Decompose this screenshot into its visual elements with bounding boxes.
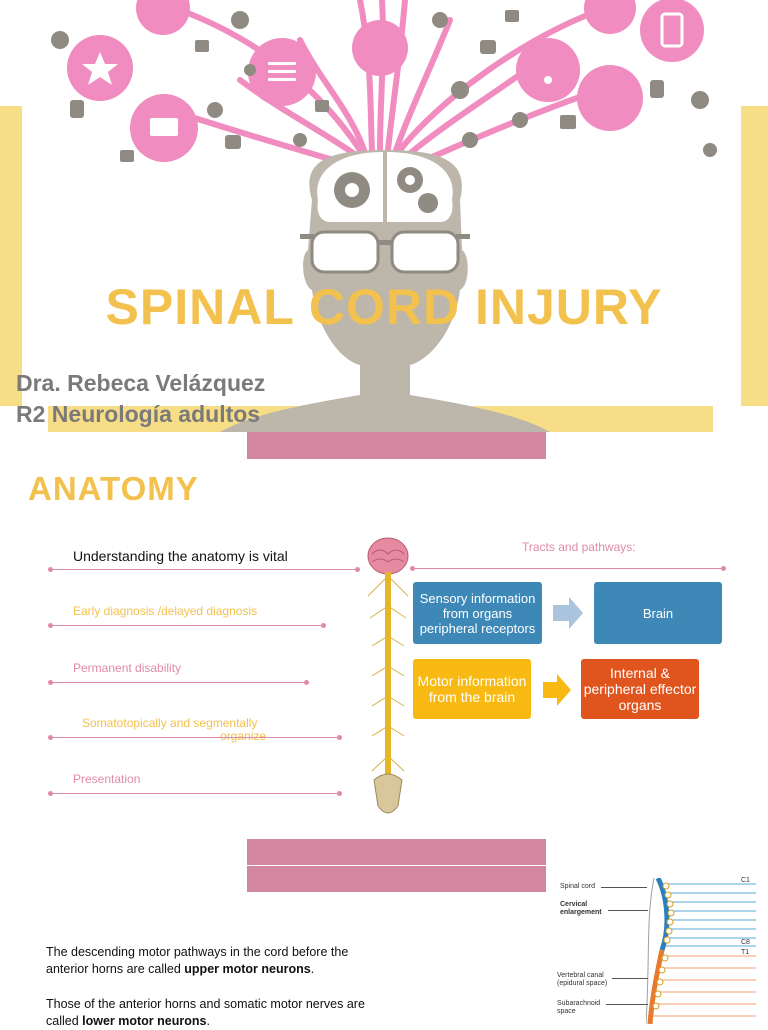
effector-box: Internal & peripheral effector organs: [581, 659, 699, 719]
slide-title: SPINAL CORD INJURY: [105, 279, 663, 335]
line-dot: [337, 791, 342, 796]
label-subarachnoid: Subarachnoid: [557, 1000, 601, 1007]
slide-separator: [247, 839, 546, 865]
list-item: Early diagnosis /delayed diagnosis: [73, 604, 258, 618]
right-yellow-bar: [741, 106, 768, 406]
arrow-right-icon: [543, 674, 571, 706]
spinal-segments-figure: [646, 878, 756, 1024]
divider-line: [412, 568, 724, 569]
slide-separator: [247, 432, 546, 459]
list-item: Somatotopically and segmentally: [82, 716, 258, 730]
leader-line: [601, 887, 647, 888]
divider-line: [50, 793, 340, 794]
title-slide: SPINAL CORD INJURY Dra. Rebeca Velázquez…: [0, 0, 768, 432]
line-dot: [321, 623, 326, 628]
line-dot: [304, 680, 309, 685]
head-illustration: [51, 0, 717, 432]
line-dot: [721, 566, 726, 571]
left-yellow-bar: [0, 106, 22, 406]
brain-spine-illustration: [367, 537, 409, 814]
list-item: Presentation: [73, 772, 141, 786]
label-subarachnoid-space: space: [557, 1008, 576, 1015]
list-item: Permanent disability: [73, 661, 182, 675]
upper-motor-neuron-text: The descending motor pathways in the cor…: [46, 945, 349, 976]
brain-box: Brain: [594, 582, 722, 644]
leader-line: [608, 910, 648, 911]
lower-motor-neuron-text: Those of the anterior horns and somatic …: [46, 997, 365, 1028]
author-role: R2 Neurología adultos: [16, 401, 261, 427]
divider-line: [50, 682, 306, 683]
line-dot: [337, 735, 342, 740]
label-cervical: Cervical: [560, 901, 588, 908]
label-c1: C1: [741, 877, 750, 884]
motor-box: Motor information from the brain: [413, 659, 531, 719]
label-vertebral-canal: Vertebral canal: [557, 972, 604, 979]
divider-line: [50, 625, 323, 626]
leader-line: [612, 978, 648, 979]
tracts-label: Tracts and pathways:: [522, 540, 636, 554]
intro-text: Understanding the anatomy is vital: [73, 548, 288, 564]
label-t1: T1: [741, 949, 750, 956]
list-item: organize: [220, 729, 267, 743]
label-c8: C8: [741, 939, 750, 946]
label-spinal-cord: Spinal cord: [560, 883, 596, 890]
upper-motor-neurons-term: upper motor neurons: [184, 962, 311, 976]
line-dot: [355, 567, 360, 572]
divider-line: [50, 737, 340, 738]
arrow-right-icon: [553, 597, 583, 629]
divider-line: [50, 569, 358, 570]
label-epidural-space: (epidural space): [557, 980, 608, 987]
anatomy-heading: ANATOMY: [28, 470, 199, 507]
label-enlargement: enlargement: [560, 909, 602, 916]
author-name: Dra. Rebeca Velázquez: [16, 370, 266, 396]
leader-line: [606, 1004, 648, 1005]
slide-separator: [247, 866, 546, 892]
lower-motor-neurons-term: lower motor neurons: [82, 1014, 207, 1028]
sensory-box: Sensory information from organs peripher…: [413, 582, 542, 644]
